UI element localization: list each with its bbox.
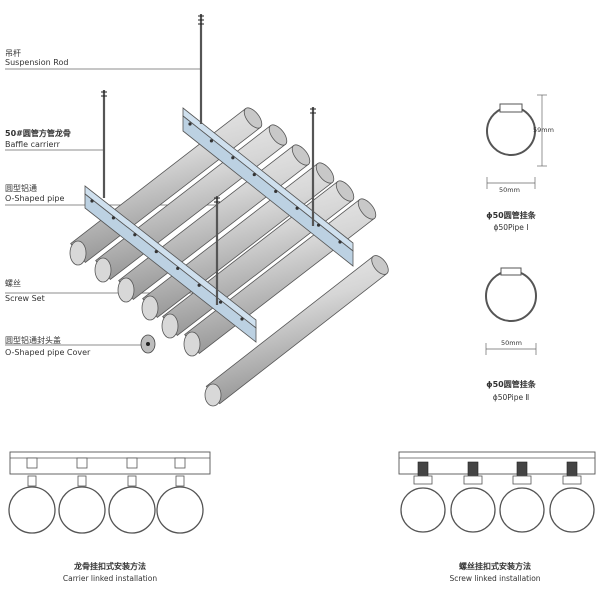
carrier-clip-ring: [108, 457, 156, 534]
pipe-cover: [140, 334, 156, 354]
pipe-1-profile: [486, 94, 547, 189]
pipe-cover-label-en: O-Shaped pipe Cover: [5, 348, 91, 357]
screw: [90, 199, 94, 203]
screw-set: [90, 122, 342, 321]
screw: [133, 233, 137, 237]
baffle-carrier-left: [84, 185, 257, 343]
suspension-rods: [102, 14, 315, 305]
o-pipe-label-en: O-Shaped pipe: [5, 194, 65, 203]
screw: [209, 139, 214, 143]
o-pipe-label-zh: 圆型铝通: [5, 184, 37, 193]
screw: [252, 172, 256, 177]
carrier-installation-caption-en: Carrier linked installation: [62, 574, 158, 583]
screw: [295, 206, 299, 210]
carrier-linked-installation-drawing: [8, 451, 211, 534]
carrier-installation-caption-zh: 龙骨挂扣式安装方法: [74, 562, 146, 571]
pipe-1-caption-zh: ϕ50圆管挂条: [486, 211, 536, 220]
screw-set-label-en: Screw Set: [5, 294, 45, 303]
screw: [240, 317, 244, 321]
baffle-carrier-label-zh: 50#圆管方管龙骨: [5, 129, 71, 138]
pipe-1-caption-en: ϕ50Pipe Ⅰ: [493, 223, 529, 232]
pipe-cover-label-zh: 圆型铝通封头盖: [5, 336, 61, 345]
baffle-carrier-right: [182, 107, 354, 267]
screw: [197, 283, 201, 287]
screw: [316, 223, 321, 227]
baffle-carrier-label-en: Baffle carrierr: [5, 140, 60, 149]
screw: [274, 189, 278, 194]
carrier-clip-ring: [58, 457, 106, 534]
pipe-2-width-dimension: 50mm: [501, 339, 522, 347]
o-shaped-pipe: [204, 255, 389, 407]
pipe-2-profile: [485, 267, 537, 355]
screw: [231, 156, 235, 160]
screw: [188, 122, 192, 126]
pipe-2-caption-zh: ϕ50圆管挂条: [486, 380, 536, 389]
pipe-2-caption-en: ϕ50Pipe Ⅱ: [492, 393, 530, 402]
screw: [176, 266, 180, 271]
screw-set-label-zh: 螺丝: [5, 279, 21, 288]
screw: [218, 300, 223, 304]
screw: [154, 249, 158, 254]
screw: [338, 240, 342, 244]
screw-clip-ring: [400, 461, 446, 533]
screw-clip-ring: [499, 461, 545, 533]
screw: [111, 216, 116, 220]
pipe-1-width-dimension: 50mm: [499, 186, 520, 194]
rod-thread-marks: [101, 15, 316, 203]
screw-installation-caption-en: Screw linked installation: [449, 574, 541, 583]
suspension-rod-label-en: Suspension Rod: [5, 58, 69, 67]
carrier-clip-ring: [156, 457, 204, 534]
pipe-1-height-dimension: 59mm: [533, 126, 554, 134]
screw-linked-installation-drawing: [398, 451, 596, 533]
suspension-rod-label-zh: 吊杆: [5, 49, 21, 58]
screw-clip-ring: [549, 461, 595, 533]
screw-clip-ring: [450, 461, 496, 533]
screw-installation-caption-zh: 螺丝挂扣式安装方法: [459, 562, 531, 571]
carrier-clip-ring: [8, 457, 56, 534]
